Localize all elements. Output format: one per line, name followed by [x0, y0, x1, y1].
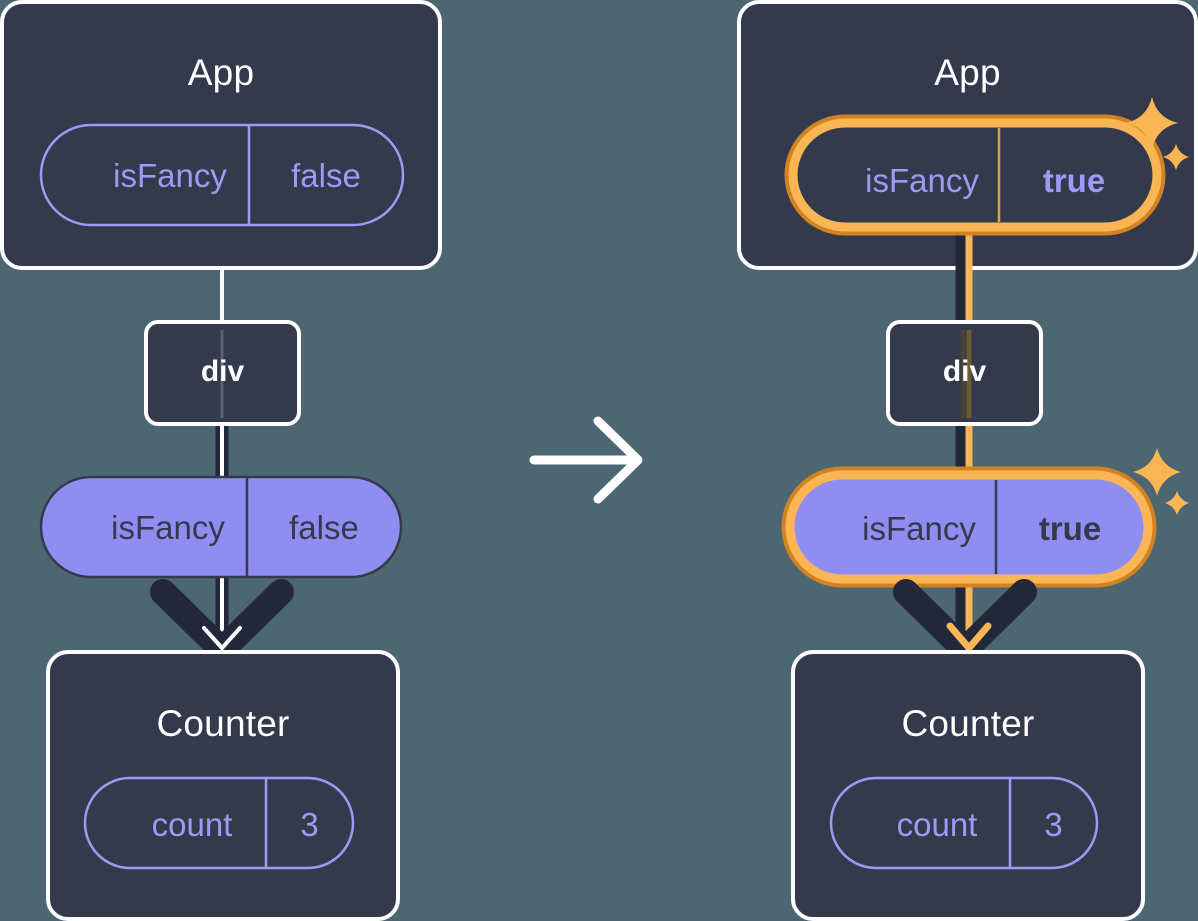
arrowhead-inner-left [202, 626, 242, 650]
arrow-right-icon-head [593, 416, 643, 504]
panel-after [737, 0, 1198, 921]
counter-card-right [791, 650, 1145, 921]
sparkle-icon-prop [1133, 448, 1189, 515]
panel-before [0, 0, 442, 921]
counter-state-pill-left[interactable] [83, 776, 355, 870]
app-card-left [0, 0, 442, 270]
arrowhead-inner-highlight-right [946, 622, 992, 652]
app-state-pill-left[interactable] [39, 123, 405, 227]
sparkle-icon-app [1126, 97, 1189, 170]
counter-state-pill-right[interactable] [829, 776, 1099, 870]
prop-pill-right[interactable] [785, 470, 1153, 584]
prop-pill-left[interactable] [39, 475, 403, 579]
transition-arrow-group [529, 416, 643, 504]
counter-card-left [46, 650, 400, 921]
app-state-pill-highlight-inner-right [788, 118, 1162, 232]
